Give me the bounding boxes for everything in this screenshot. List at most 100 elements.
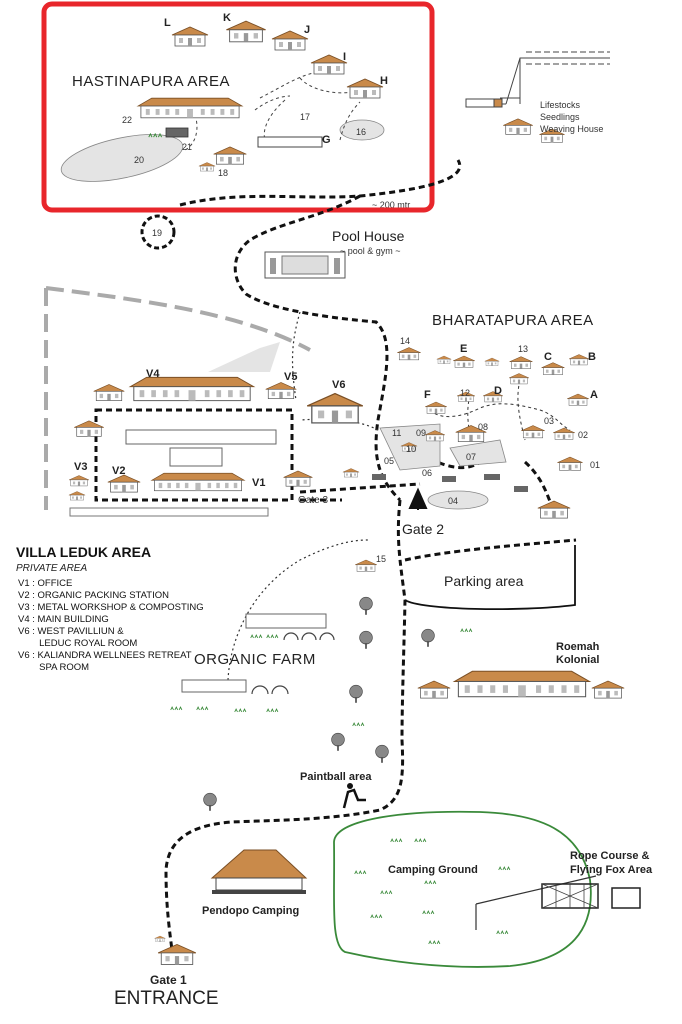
paintball-area[interactable]: Paintball area xyxy=(300,771,372,809)
villa-v1 xyxy=(151,472,245,492)
path-distance-note: ~ 200 mtr xyxy=(372,200,410,210)
roemah-kolonial[interactable]: Roemah Kolonial xyxy=(417,641,625,699)
legend-item: V2 : ORGANIC PACKING STATION xyxy=(18,590,169,601)
pool-house-title: Pool House xyxy=(332,228,405,244)
building-J xyxy=(271,30,309,51)
label-V2: V2 xyxy=(112,465,125,477)
spot-19 xyxy=(140,214,176,250)
label-10: 10 xyxy=(406,444,416,454)
label-13: 13 xyxy=(518,344,528,354)
label-09: 09 xyxy=(416,428,426,438)
label-03: 03 xyxy=(544,416,554,426)
label-V4: V4 xyxy=(146,368,160,380)
organic-farm-title: ORGANIC FARM xyxy=(194,651,316,668)
villa-v2 xyxy=(107,474,141,493)
lifestocks-zone: Lifestocks Seedlings Weaving House xyxy=(465,51,610,143)
label-17: 17 xyxy=(300,112,310,122)
label-05: 05 xyxy=(384,456,394,466)
villa-v4 xyxy=(129,376,255,402)
label-V3: V3 xyxy=(74,461,87,473)
label-22: 22 xyxy=(122,115,132,125)
label-A: A xyxy=(590,389,598,401)
villa-v5 xyxy=(265,381,297,400)
pool-house-sub: ~ pool & gym ~ xyxy=(340,246,401,256)
camping-ground[interactable]: Camping Ground Rope Course & Flying Fox … xyxy=(333,810,653,968)
label-16: 16 xyxy=(356,127,366,137)
road-parking xyxy=(404,545,576,611)
legend-item: LEDUC ROYAL ROOM xyxy=(18,638,137,649)
gate-2-label: Gate 2 xyxy=(402,521,444,537)
label-08: 08 xyxy=(478,422,488,432)
building-18b xyxy=(198,162,216,172)
pond-04 xyxy=(427,490,489,510)
label-E: E xyxy=(460,343,467,355)
pond-20 xyxy=(60,134,184,182)
gate-1-label: Gate 1 xyxy=(150,973,187,987)
label-21: 21 xyxy=(182,142,192,152)
rope-course-label-2: Flying Fox Area xyxy=(570,864,653,876)
legend-item: V1 : OFFICE xyxy=(18,578,72,589)
label-19: 19 xyxy=(152,228,162,238)
building-K xyxy=(225,20,267,43)
villa-v3 xyxy=(68,475,90,487)
label-B: B xyxy=(588,351,596,363)
camping-ground-label: Camping Ground xyxy=(388,864,478,876)
main-paths xyxy=(94,159,577,951)
building-21 xyxy=(165,127,189,138)
villa-leduk-area[interactable]: V1 V2 V3 V4 V5 Gate 3 xyxy=(44,286,328,517)
bharatapura-area[interactable]: BHARATAPURA AREA 14 E 13 C B xyxy=(342,312,600,537)
legend-item: V6 : KALIANDRA WELLNEES RETREAT xyxy=(18,650,192,661)
label-01: 01 xyxy=(590,460,600,470)
organic-farm[interactable]: ORGANIC FARM xyxy=(170,613,473,727)
paintball-label: Paintball area xyxy=(300,771,372,783)
label-V6: V6 xyxy=(332,379,345,391)
building-22 xyxy=(137,97,243,119)
legend-item: SPA ROOM xyxy=(18,662,89,673)
label-06: 06 xyxy=(422,468,432,478)
label-18: 18 xyxy=(218,168,228,178)
label-D: D xyxy=(494,385,502,397)
building-G xyxy=(257,136,323,148)
label-I: I xyxy=(343,51,346,63)
gate-1-entrance[interactable]: Gate 1 ENTRANCE xyxy=(114,935,219,1009)
building-L xyxy=(171,26,209,47)
building-v6[interactable]: V6 xyxy=(306,379,364,424)
label-20: 20 xyxy=(134,155,144,165)
label-F: F xyxy=(424,389,431,401)
roemah-label-2: Kolonial xyxy=(556,654,599,666)
pool-house[interactable]: Pool House ~ pool & gym ~ xyxy=(264,228,405,279)
label-V5: V5 xyxy=(284,371,297,383)
label-weaving-house: Weaving House xyxy=(540,124,603,134)
label-G: G xyxy=(322,134,331,146)
label-J: J xyxy=(304,24,310,36)
building-H xyxy=(346,78,384,99)
villa-leduk-legend: VILLA LEDUK AREA PRIVATE AREA V1 : OFFIC… xyxy=(16,544,204,673)
entrance-label: ENTRANCE xyxy=(114,988,219,1009)
label-H: H xyxy=(380,75,388,87)
hastinapura-title: HASTINAPURA AREA xyxy=(72,73,230,90)
label-K: K xyxy=(223,12,231,24)
bharatapura-title: BHARATAPURA AREA xyxy=(432,312,594,329)
highlight-frame xyxy=(41,1,435,213)
legend-item: V3 : METAL WORKSHOP & COMPOSTING xyxy=(18,602,204,613)
label-14: 14 xyxy=(400,336,410,346)
legend-subtitle: PRIVATE AREA xyxy=(16,563,87,574)
legend-item: V6 : WEST PAVILLIUN & xyxy=(18,626,124,637)
gate-3-label: Gate 3 xyxy=(298,495,328,506)
rope-course-label-1: Rope Course & xyxy=(570,850,650,862)
hastinapura-area[interactable]: L K J I H G 16 17 18 20 21 22 HASTINAPUR… xyxy=(57,12,410,210)
label-12: 12 xyxy=(460,388,470,398)
label-07: 07 xyxy=(466,452,476,462)
label-02: 02 xyxy=(578,430,588,440)
label-C: C xyxy=(544,351,552,363)
roemah-label-1: Roemah xyxy=(556,641,600,653)
label-seedlings: Seedlings xyxy=(540,112,580,122)
label-V1: V1 xyxy=(252,477,265,489)
parking-area-label: Parking area xyxy=(444,573,524,589)
villa-v4-west xyxy=(93,383,125,402)
legend-title: VILLA LEDUK AREA xyxy=(16,544,151,560)
building-18a xyxy=(213,146,247,165)
pendopo-camping[interactable]: Pendopo Camping xyxy=(202,849,308,917)
label-04: 04 xyxy=(448,496,458,506)
